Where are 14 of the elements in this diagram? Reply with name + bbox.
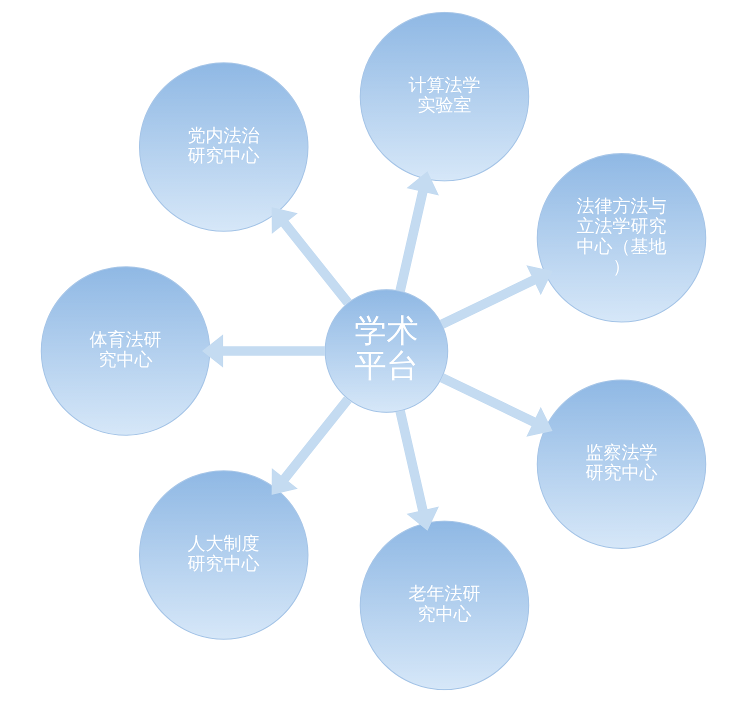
node-circle: 计算法学实验室 — [359, 12, 529, 182]
node-circle: 老年法研究中心 — [359, 520, 529, 690]
node-circle: 体育法研究中心 — [40, 266, 210, 436]
arrow — [394, 171, 438, 292]
arrow — [271, 396, 352, 495]
arrow — [202, 334, 324, 368]
node-circle: 监察法学研究中心 — [536, 379, 706, 549]
arrow — [394, 410, 438, 531]
node-circle: 党内法治研究中心 — [138, 62, 308, 232]
node-circle: 法律方法与立法学研究中心（基地） — [536, 153, 706, 323]
arrow — [439, 373, 552, 437]
node-circle: 学术平台 — [324, 289, 448, 413]
arrow — [271, 207, 352, 306]
node-circle: 人大制度研究中心 — [138, 470, 308, 640]
